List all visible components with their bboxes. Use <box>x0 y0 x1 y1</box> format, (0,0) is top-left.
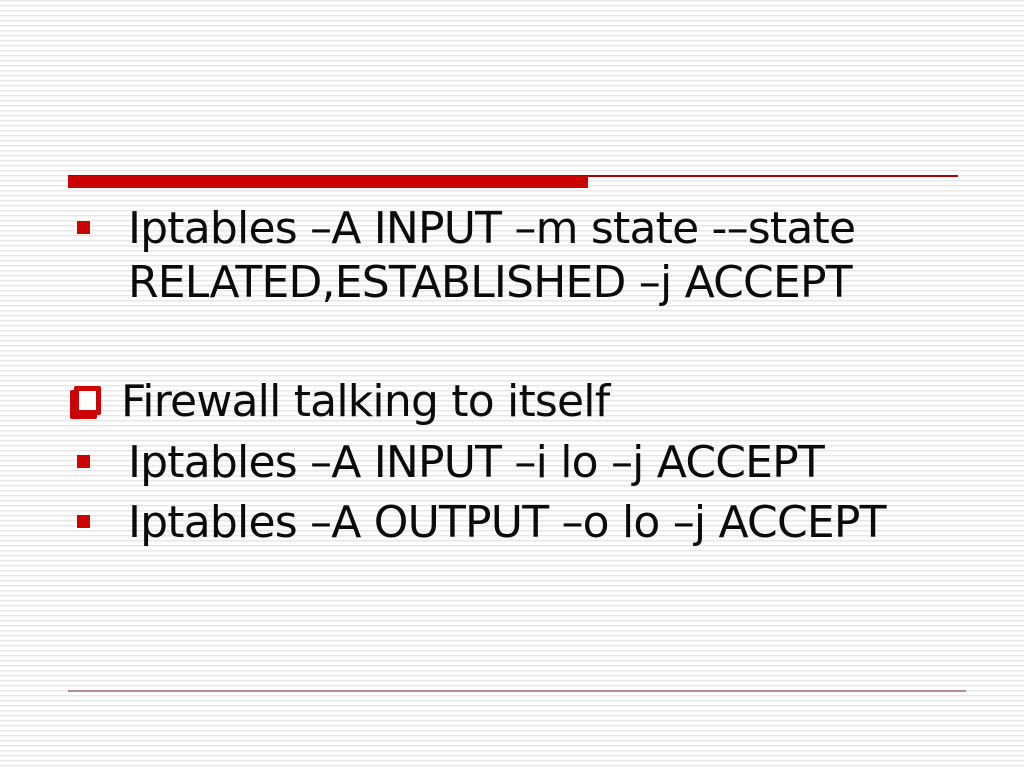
bullet-text: Iptables –A INPUT –m state -–state RELAT… <box>128 202 856 310</box>
list-item: Iptables –A INPUT –i lo –j ACCEPT <box>68 436 825 490</box>
bullet-text-line: RELATED,ESTABLISHED –j ACCEPT <box>128 257 853 308</box>
bullet-list: Iptables –A INPUT –m state -–state RELAT… <box>68 0 988 768</box>
list-item: Iptables –A OUTPUT –o lo –j ACCEPT <box>68 496 887 550</box>
bullet-text: Firewall talking to itself <box>121 375 610 429</box>
title-bar <box>68 175 588 188</box>
list-item: Iptables –A INPUT –m state -–state RELAT… <box>68 202 856 310</box>
filled-square-bullet-icon <box>77 455 90 468</box>
bullet-text: Iptables –A OUTPUT –o lo –j ACCEPT <box>128 496 887 550</box>
bullet-text-line: Iptables –A INPUT –i lo –j ACCEPT <box>128 437 825 488</box>
filled-square-bullet-icon <box>77 221 90 234</box>
shadowed-open-square-bullet-icon <box>74 386 101 415</box>
filled-square-bullet-icon <box>77 515 90 528</box>
footer-divider-rule <box>68 690 966 692</box>
bullet-text-line: Iptables –A INPUT –m state -–state <box>128 203 856 254</box>
bullet-text: Iptables –A INPUT –i lo –j ACCEPT <box>128 436 825 490</box>
list-item: Firewall talking to itself <box>68 375 610 429</box>
bullet-text-line: Firewall talking to itself <box>121 376 610 427</box>
bullet-text-line: Iptables –A OUTPUT –o lo –j ACCEPT <box>128 497 887 548</box>
